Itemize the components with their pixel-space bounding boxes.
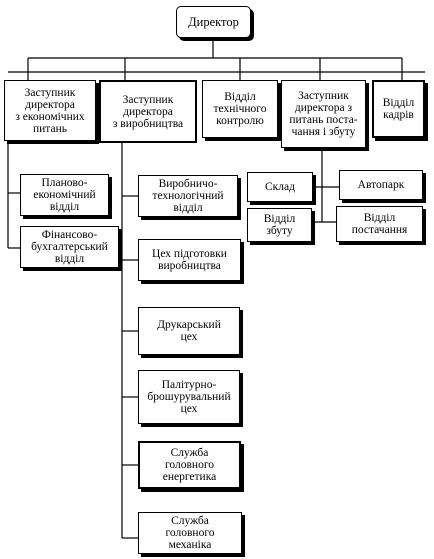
deputy-production-box: Заступник директора з виробництва bbox=[99, 80, 197, 143]
quality-control-dept-box: Відділ технічного контролю bbox=[202, 80, 278, 138]
director-box: Директор bbox=[176, 6, 251, 38]
binding-shop-box: Палітурно- брошурувальний цех bbox=[138, 370, 240, 424]
printing-shop-box: Друкарський цех bbox=[138, 307, 240, 355]
hr-dept-box: Відділ кадрів bbox=[372, 80, 425, 138]
supply-dept-box: Відділ постачання bbox=[336, 206, 423, 242]
sales-dept-box: Відділ збуту bbox=[247, 208, 312, 242]
production-technology-dept-box: Виробничо- технологічний відділ bbox=[138, 175, 238, 217]
planning-economic-dept-box: Планово- економічний відділ bbox=[20, 174, 109, 216]
finance-accounting-dept-box: Фінансово- бухгалтерський відділ bbox=[20, 226, 119, 268]
deputy-supply-box: Заступник директора з питань поста- чанн… bbox=[281, 80, 366, 148]
chief-power-engineer-service-box: Служба головного енергетика bbox=[138, 441, 241, 489]
deputy-economic-box: Заступник директора з економічних питань bbox=[4, 80, 96, 141]
motor-depot-box: Автопарк bbox=[339, 170, 423, 200]
warehouse-box: Склад bbox=[247, 172, 313, 202]
chief-mechanic-service-box: Служба головного механіка bbox=[138, 512, 242, 554]
production-prep-shop-box: Цех підготовки виробництва bbox=[138, 239, 241, 281]
